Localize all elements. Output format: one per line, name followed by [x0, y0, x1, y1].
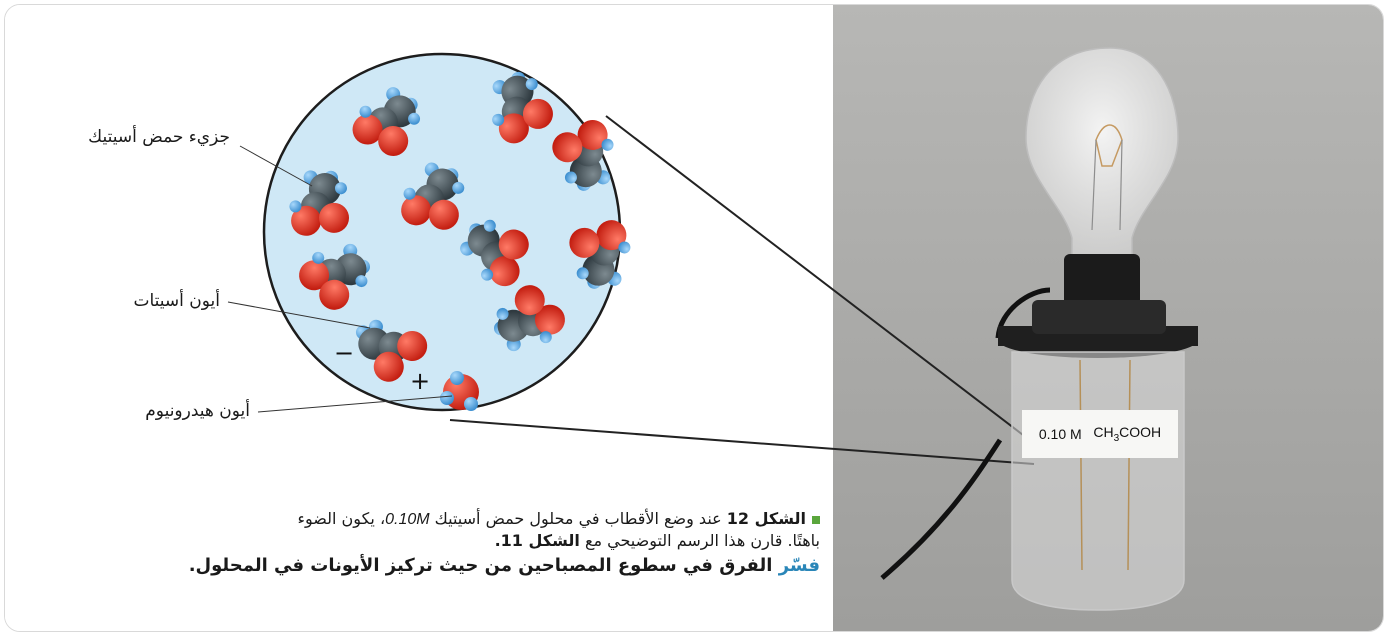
power-cord — [880, 438, 1003, 580]
caption-bullet — [812, 515, 820, 524]
caption-line-2: باهتًا. قارن هذا الرسم التوضيحي مع الشكل… — [494, 531, 820, 550]
label-hydronium-ion: أيون هيدرونيوم — [145, 401, 250, 421]
figure-caption: الشكل 12 عند وضع الأقطاب في محلول حمض أس… — [30, 508, 820, 576]
caption-figure-ref: الشكل 12 — [726, 509, 806, 528]
caption-line-1: الشكل 12 عند وضع الأقطاب في محلول حمض أس… — [30, 508, 820, 530]
electrode-right — [1127, 359, 1131, 571]
bulb-filament — [1095, 124, 1123, 167]
minus-sign: − — [334, 339, 355, 367]
bulb-socket — [1064, 254, 1140, 306]
zoom-line-top — [605, 115, 1041, 449]
jar-solution-label: 0.10 M CH3COOH — [1022, 410, 1178, 458]
caption-concentration: 0.10M — [385, 511, 430, 528]
leader-acid — [239, 145, 313, 187]
acetate-ion — [355, 319, 428, 382]
caption-compare-ref: الشكل 11. — [494, 531, 580, 550]
label-acetate-ion: أيون أسيتات — [133, 291, 220, 311]
plus-sign: + — [410, 367, 431, 395]
jar-formula: CH3COOH — [1093, 424, 1162, 444]
electrode-left — [1079, 359, 1083, 571]
caption-question: فسّر الفرق في سطوع المصباحين من حيث تركي… — [188, 555, 820, 576]
leader-hydronium — [257, 395, 453, 413]
lightbulb-apparatus — [880, 47, 1198, 611]
caption-explain-word: فسّر — [778, 555, 820, 576]
zoom-line-bottom — [449, 419, 1035, 465]
jar-molarity: 0.10 M — [1038, 426, 1082, 442]
glass-jar — [1011, 351, 1185, 611]
label-acetic-acid-molecule: جزيء حمض أسيتيك — [88, 127, 230, 147]
bulb-glass — [1025, 47, 1179, 257]
hydronium-ion — [440, 371, 479, 411]
magnified-solution-circle — [262, 52, 622, 412]
leader-acetate — [227, 301, 371, 329]
